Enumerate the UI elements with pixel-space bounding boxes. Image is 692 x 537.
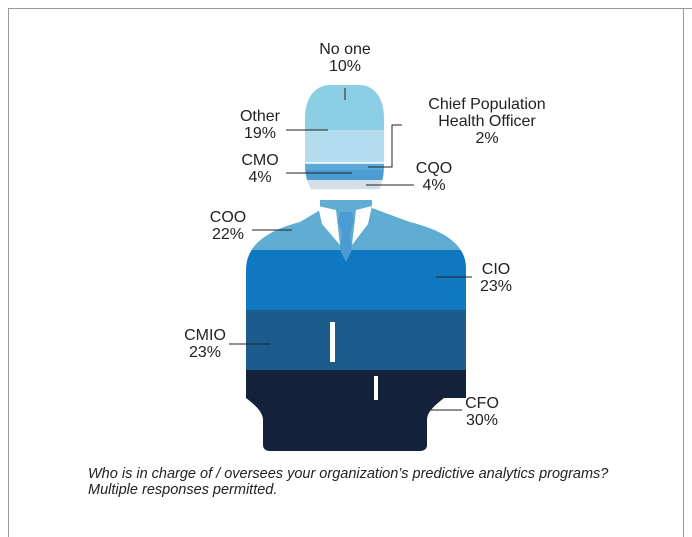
band-cfo — [246, 370, 466, 451]
chart-caption: Who is in charge of / oversees your orga… — [88, 466, 609, 498]
lapel-gap-2 — [374, 376, 378, 400]
frame-border-top — [8, 8, 692, 9]
shirt-collar-right — [352, 206, 372, 245]
suit-details — [318, 206, 378, 400]
shirt-collar-left — [318, 206, 340, 245]
necktie — [338, 212, 354, 262]
frame-border-right — [683, 8, 684, 537]
leader-line-chief-population-health-officer — [368, 124, 402, 168]
frame-border-left — [8, 8, 9, 537]
band-cmo — [305, 170, 384, 180]
lapel-gap-1 — [330, 322, 335, 362]
band-other — [305, 130, 384, 163]
band-cio — [246, 250, 466, 310]
band-cmio — [246, 310, 466, 370]
band-cqo — [305, 180, 384, 190]
band-chief-population-health-officer — [305, 163, 384, 170]
